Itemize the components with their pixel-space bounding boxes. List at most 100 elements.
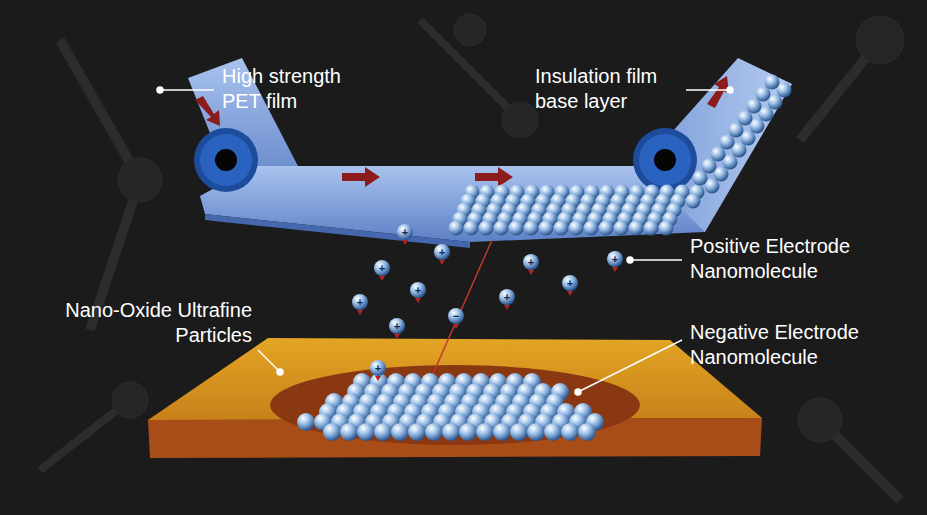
pile-particle	[374, 423, 392, 441]
rollers	[194, 128, 697, 192]
film-particle	[629, 221, 644, 236]
pile-particle	[561, 423, 579, 441]
charged-particle	[562, 275, 578, 296]
pile-particle	[527, 423, 545, 441]
pile-particle	[459, 423, 477, 441]
film-particle	[720, 135, 735, 150]
callout-label: High strength PET film	[222, 64, 382, 114]
charge-sign: +	[353, 295, 367, 309]
callout-label: Insulation film base layer	[535, 64, 683, 114]
charged-particle	[352, 294, 368, 315]
charged-particle	[370, 360, 386, 381]
pile-particles	[297, 373, 604, 441]
pile-particle	[391, 423, 409, 441]
particle-tail	[394, 334, 400, 339]
particle-tail	[402, 240, 408, 245]
film-particle	[569, 221, 584, 236]
film-particle	[686, 194, 701, 209]
particle-sphere	[374, 260, 390, 276]
film-particle	[479, 221, 494, 236]
particle-tail	[528, 270, 534, 275]
film-particle	[756, 87, 771, 102]
pile-particle	[578, 423, 596, 441]
particle-sphere	[370, 360, 386, 376]
film-particle	[738, 111, 753, 126]
film-particle	[729, 123, 744, 138]
charged-particle	[434, 244, 450, 265]
charge-sign: +	[563, 276, 577, 290]
pile-particle	[323, 423, 341, 441]
leader-lines	[157, 87, 733, 395]
charged-particle	[410, 282, 426, 303]
charged-particle	[523, 254, 539, 275]
pile-particle	[493, 423, 511, 441]
nano-oxide-plate	[148, 338, 762, 458]
particle-tail	[379, 276, 385, 281]
pile-particle	[340, 423, 358, 441]
particle-sphere	[389, 318, 405, 334]
particle-sphere	[523, 254, 539, 270]
particle-tail	[453, 324, 459, 329]
charge-sign: +	[500, 290, 514, 304]
charge-sign: +	[524, 255, 538, 269]
film-particle	[747, 99, 762, 114]
particle-tail	[504, 305, 510, 310]
particle-tail	[375, 376, 381, 381]
particle-sphere	[410, 282, 426, 298]
film-particle	[614, 221, 629, 236]
particle-tail	[357, 310, 363, 315]
film-particle	[539, 221, 554, 236]
pile-particle	[425, 423, 443, 441]
film-particle	[599, 221, 614, 236]
charged-particle	[499, 289, 515, 310]
film-particle	[644, 221, 659, 236]
particle-tail	[439, 260, 445, 265]
charged-particle	[374, 260, 390, 281]
charge-sign: +	[390, 319, 404, 333]
particle-sphere	[562, 275, 578, 291]
particle-sphere	[397, 224, 413, 240]
film-particle	[711, 147, 726, 162]
free-particles	[352, 224, 623, 381]
callout-label: Positive Electrode Nanomolecule	[690, 234, 915, 284]
charged-particle	[607, 251, 623, 272]
film-particle	[765, 75, 780, 90]
callout-label: Nano-Oxide Ultrafine Particles	[40, 298, 252, 348]
film-particle	[509, 221, 524, 236]
particle-sphere	[448, 308, 464, 324]
particle-tail	[612, 267, 618, 272]
particle-sphere	[352, 294, 368, 310]
charge-sign: +	[375, 261, 389, 275]
charged-particle	[397, 224, 413, 245]
film-particle	[693, 171, 708, 186]
charged-particle	[389, 318, 405, 339]
charge-sign: +	[608, 252, 622, 266]
deposition-line	[425, 240, 492, 392]
film-particle	[449, 221, 464, 236]
film-particle	[494, 221, 509, 236]
particle-sphere	[499, 289, 515, 305]
pile-particle	[544, 423, 562, 441]
pile-particle	[408, 423, 426, 441]
pet-film	[188, 58, 792, 248]
callout-label: Negative Electrode Nanomolecule	[690, 320, 915, 370]
charge-sign: −	[449, 309, 463, 323]
charge-sign: +	[411, 283, 425, 297]
particle-tail	[415, 298, 421, 303]
particle-sphere	[434, 244, 450, 260]
film-particle	[659, 221, 674, 236]
film-particle	[464, 221, 479, 236]
charge-sign: +	[435, 245, 449, 259]
film-particle	[524, 221, 539, 236]
film-particle	[554, 221, 569, 236]
charge-sign: +	[371, 361, 385, 375]
pile-particle	[510, 423, 528, 441]
pile-particle	[442, 423, 460, 441]
pile-particle	[476, 423, 494, 441]
film-particle	[702, 159, 717, 174]
film-particle	[584, 221, 599, 236]
pile-particle	[297, 413, 315, 431]
